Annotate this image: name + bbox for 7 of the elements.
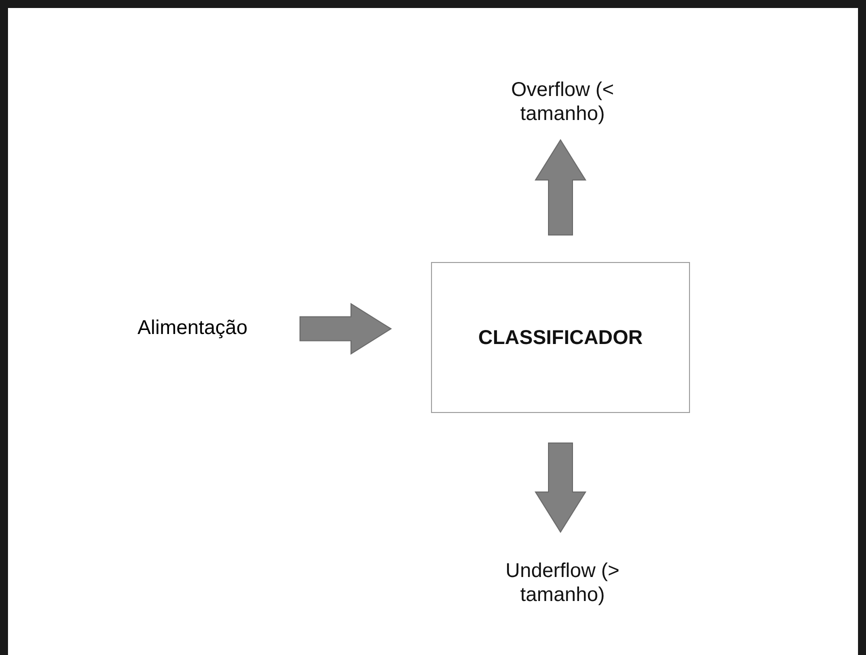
block-arrow: [300, 302, 392, 355]
block-arrow: [534, 139, 586, 236]
output-label: Overflow (< tamanho): [470, 76, 655, 128]
process-box: CLASSIFICADOR: [431, 262, 690, 413]
block-arrow: [534, 442, 586, 533]
input-label: Alimentação: [110, 310, 275, 346]
output-label: Underflow (> tamanho): [470, 557, 655, 609]
